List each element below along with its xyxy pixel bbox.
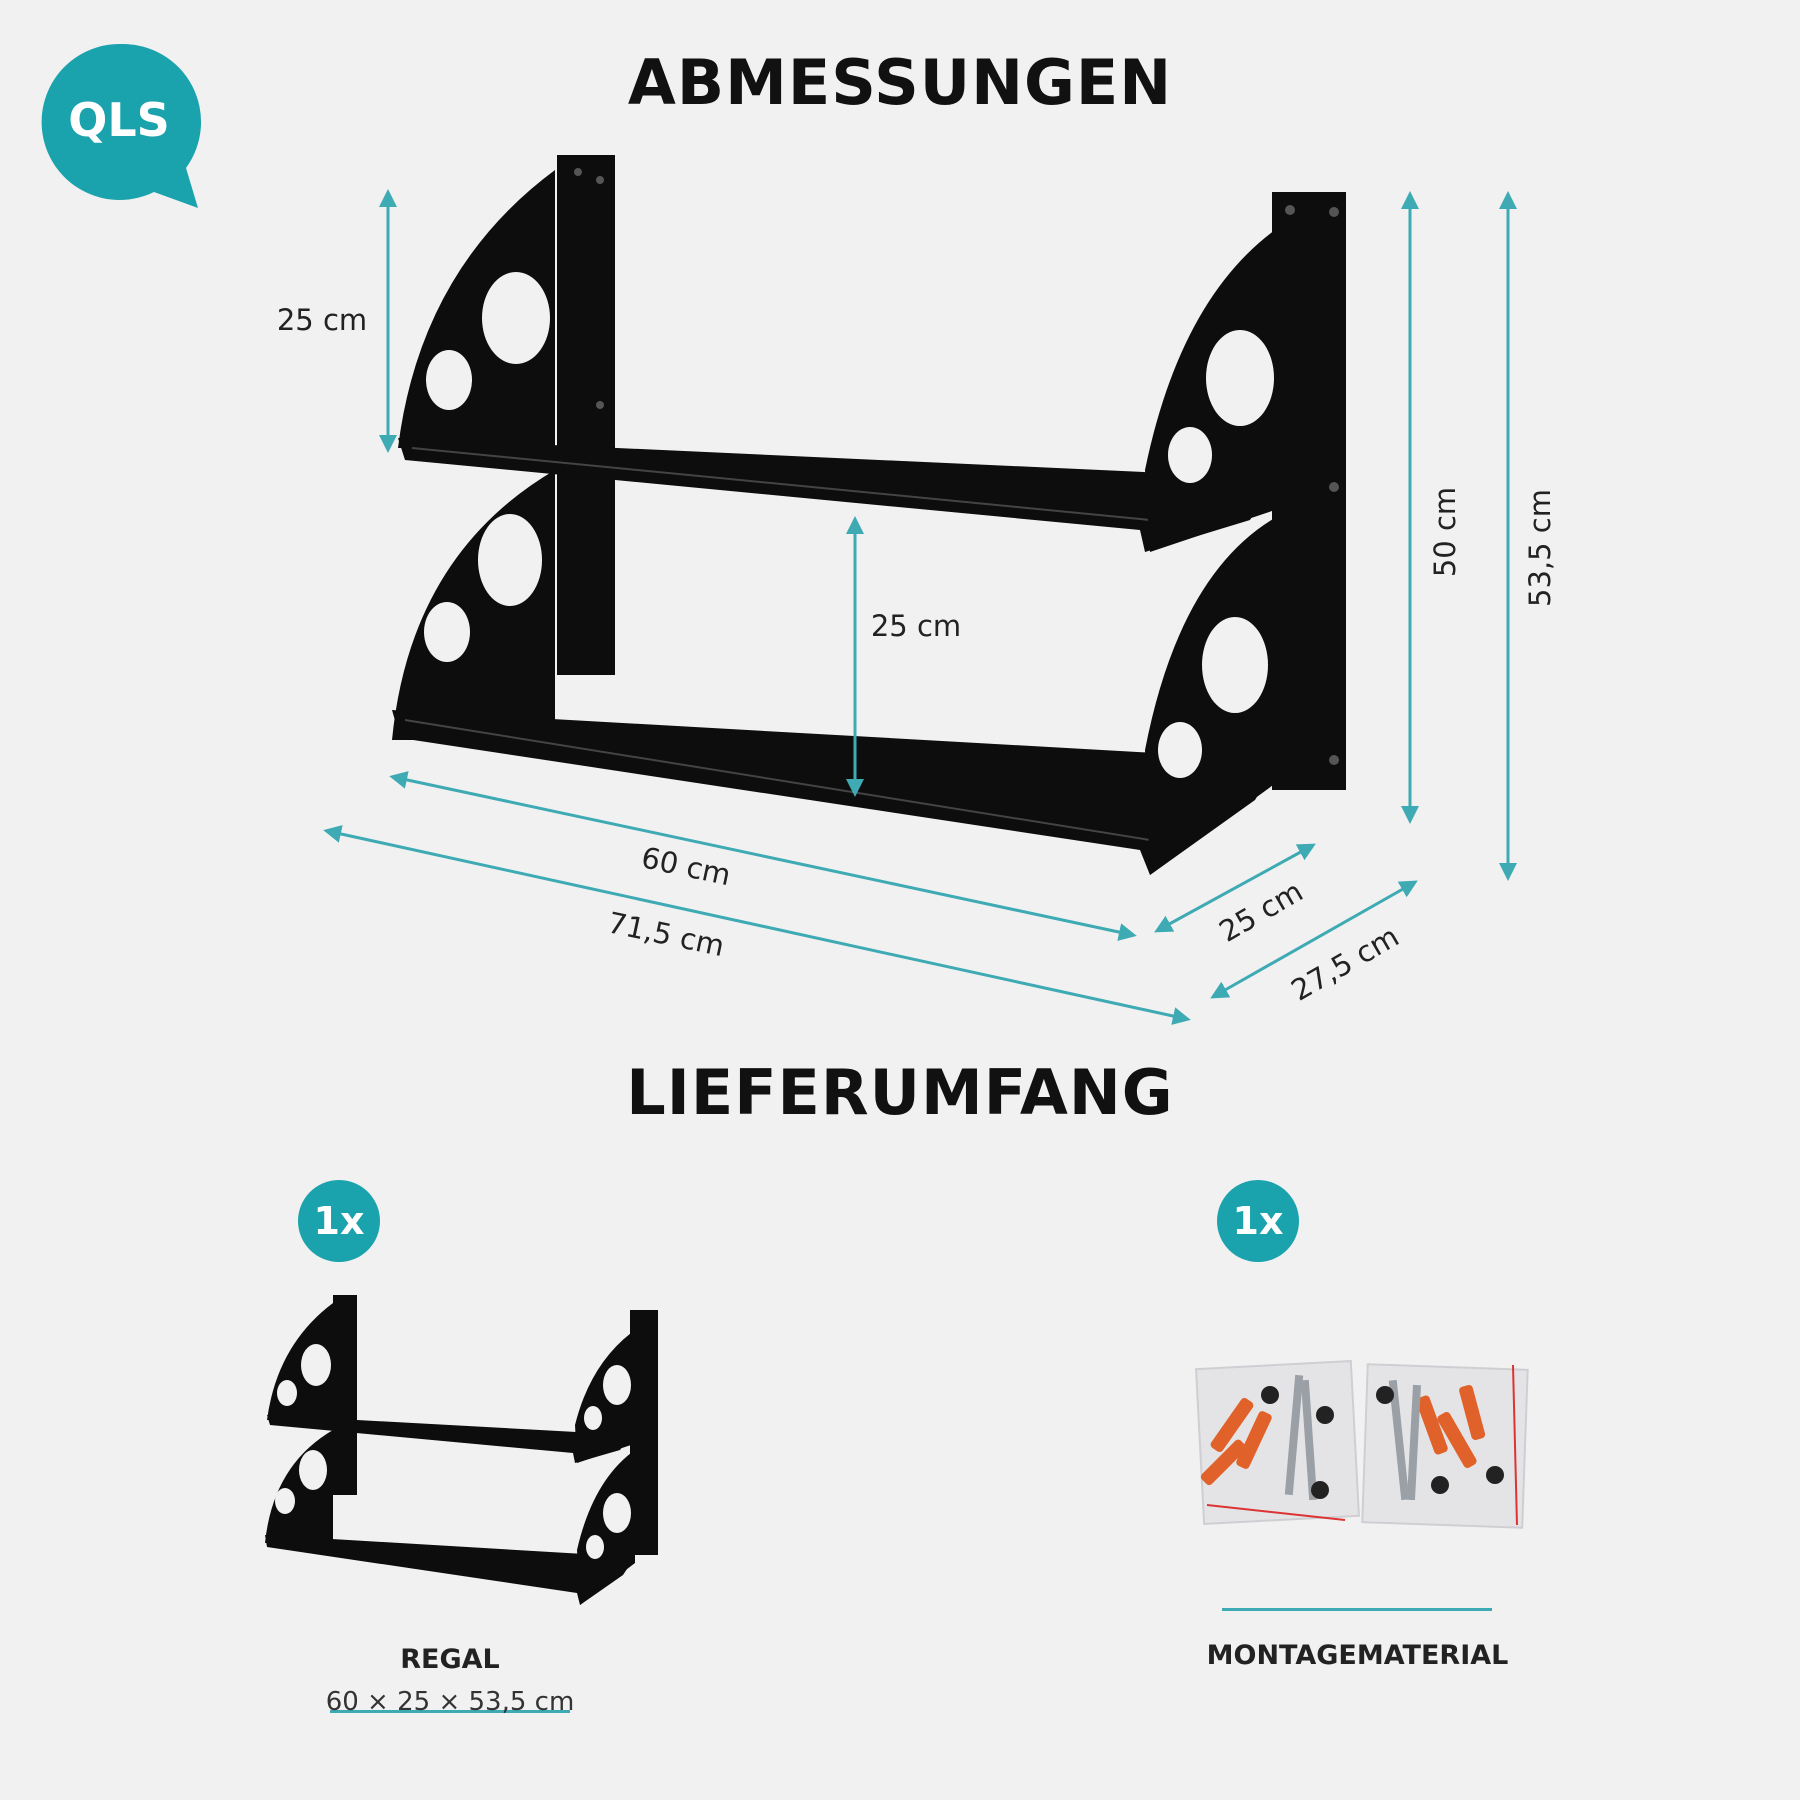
label-top-clearance: 25 cm	[277, 303, 367, 337]
mounting-kit-image	[1195, 1359, 1529, 1529]
dim-line-total-width	[323, 825, 1191, 1025]
logo-text: QLS	[68, 93, 170, 147]
label-shelf-height: 50 cm	[1428, 487, 1462, 577]
qty-badge-shelf: 1x	[298, 1180, 380, 1262]
heading-dimensions: ABMESSUNGEN	[627, 46, 1173, 119]
label-total-depth: 27,5 cm	[1285, 919, 1404, 1007]
qls-logo: QLS	[36, 36, 206, 216]
divider-mounting	[1222, 1608, 1492, 1611]
caption-shelf: REGAL	[400, 1644, 500, 1675]
qty-badge-mounting: 1x	[1217, 1180, 1299, 1262]
caption-shelf-size: 60 × 25 × 53,5 cm	[325, 1687, 575, 1717]
shelf-thumbnail	[265, 1295, 658, 1605]
caption-mounting: MONTAGEMATERIAL	[1206, 1640, 1509, 1671]
heading-scope: LIEFERUMFANG	[626, 1056, 1174, 1129]
label-shelf-depth: 25 cm	[1213, 874, 1308, 949]
shelf-illustration: 25 cm 25 cm 50 cm 53,5 cm 60 cm 71,5 cm …	[277, 155, 1557, 1025]
label-total-height: 53,5 cm	[1523, 489, 1557, 607]
label-middle-clearance: 25 cm	[871, 609, 961, 643]
dim-line-total-depth	[1210, 880, 1418, 999]
divider-shelf	[330, 1710, 570, 1713]
